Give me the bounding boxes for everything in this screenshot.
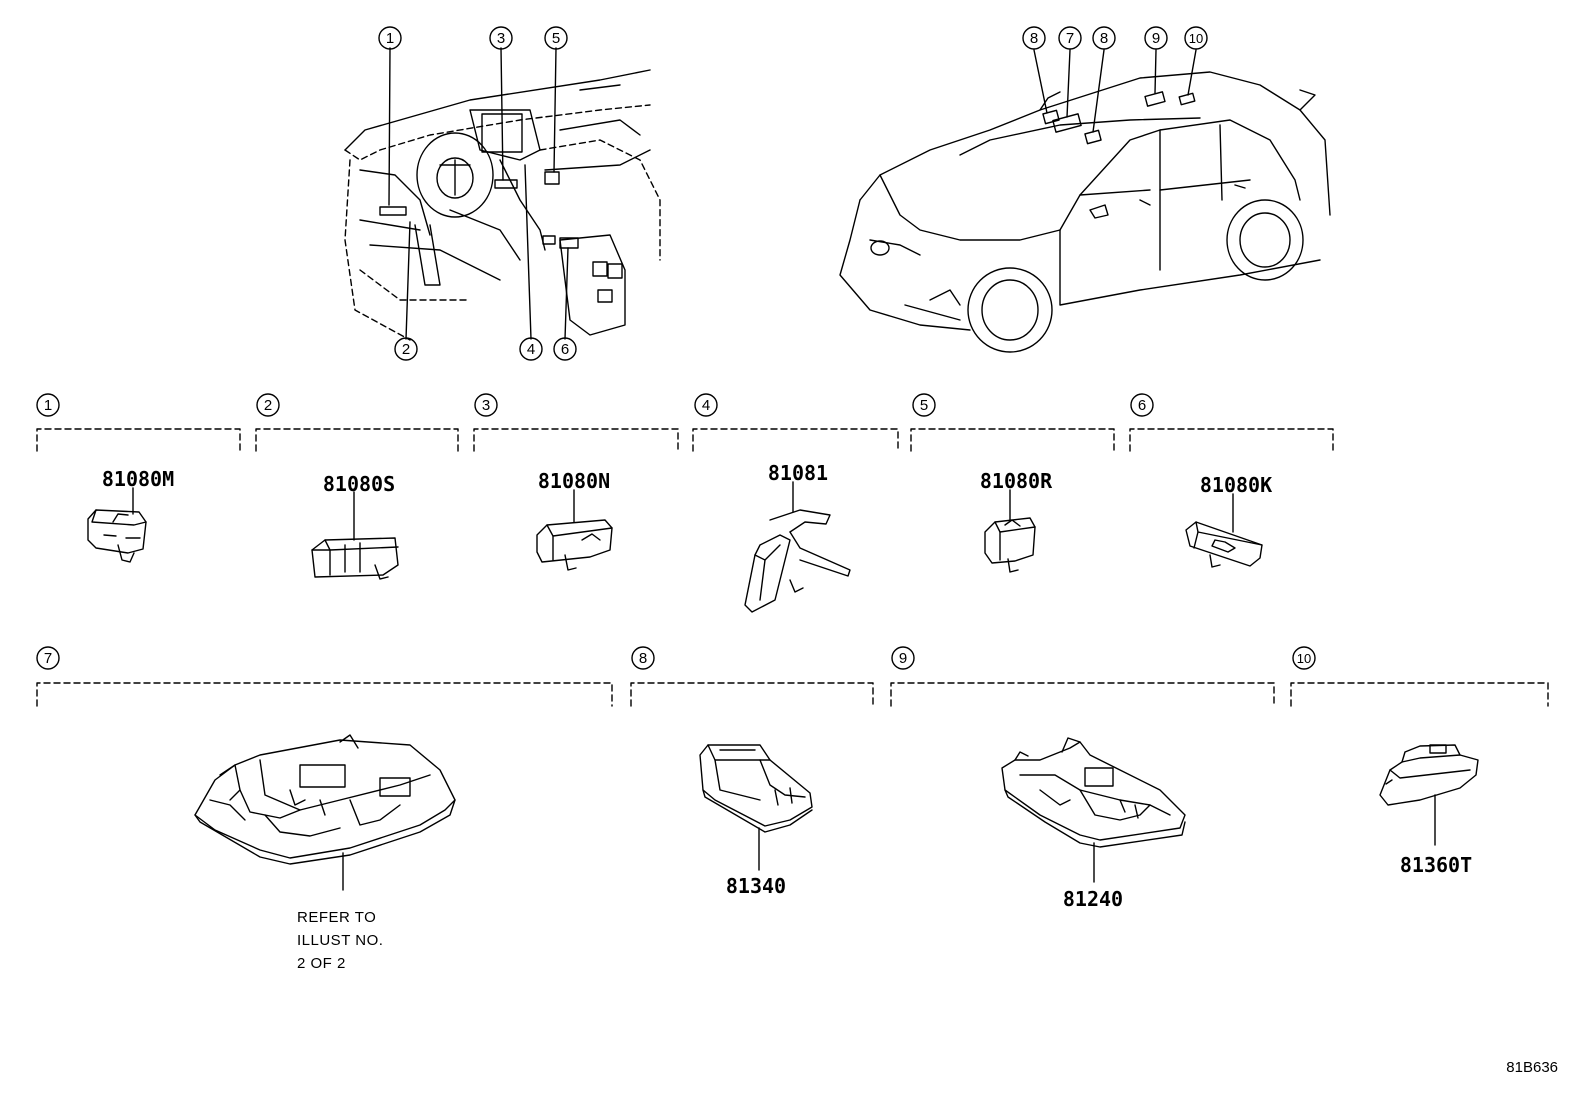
illustration-code: 81B636	[1506, 1059, 1558, 1076]
exterior-callout-10	[1184, 26, 1208, 50]
group-callout-9-label: 9	[899, 650, 907, 667]
group-callout-circles	[36, 393, 1316, 670]
group-brackets	[36, 428, 1549, 707]
exterior-callout-8a	[1022, 26, 1046, 50]
interior-callout-6-label: 6	[561, 341, 569, 358]
interior-callout-5	[544, 26, 568, 50]
exterior-callout-7	[1058, 26, 1082, 50]
group-callout-5-label: 5	[920, 397, 928, 414]
interior-leader-lines	[388, 47, 569, 340]
refer-note-line-3[interactable]: 2 OF 2	[297, 955, 346, 972]
interior-callout-4	[519, 337, 543, 361]
part-number-81340[interactable]: 81340	[726, 874, 786, 898]
interior-callout-3-label: 3	[497, 30, 505, 47]
group-callout-2	[256, 393, 280, 417]
vehicle-exterior-illustration	[839, 71, 1331, 353]
exterior-callout-9-label: 9	[1152, 30, 1160, 47]
group-callout-1	[36, 393, 60, 417]
sensor-81081-drawing	[744, 509, 851, 613]
part-number-81080m[interactable]: 81080M	[102, 467, 174, 491]
part-number-81080k[interactable]: 81080K	[1200, 473, 1272, 497]
group-callout-9	[891, 646, 915, 670]
group-callout-2-label: 2	[264, 397, 272, 414]
group-callout-7-label: 7	[44, 650, 52, 667]
group-callout-6-label: 6	[1138, 397, 1146, 414]
switch-81080k-drawing	[1185, 521, 1263, 568]
part-number-81080r[interactable]: 81080R	[980, 469, 1053, 493]
overhead-console-drawing	[194, 734, 456, 865]
exterior-callout-8a-label: 8	[1030, 30, 1038, 47]
switch-81080r-drawing	[984, 517, 1036, 573]
interior-callout-6	[553, 337, 577, 361]
part-number-81360t[interactable]: 81360T	[1400, 853, 1472, 877]
interior-callout-4-label: 4	[527, 341, 535, 358]
group-callout-3	[474, 393, 498, 417]
group-callout-6	[1130, 393, 1154, 417]
part-number-81080s[interactable]: 81080S	[323, 472, 395, 496]
interior-callout-1	[378, 26, 402, 50]
group-callout-4-label: 4	[702, 397, 710, 414]
group-callout-8-label: 8	[639, 650, 647, 667]
interior-callout-1-label: 1	[386, 30, 394, 47]
exterior-callout-8b	[1092, 26, 1116, 50]
exterior-leader-lines	[1033, 49, 1197, 133]
group-callout-10	[1292, 646, 1316, 670]
interior-dashboard-illustration	[344, 69, 661, 341]
part-number-81240[interactable]: 81240	[1063, 887, 1123, 911]
interior-callout-5-label: 5	[552, 30, 560, 47]
interior-callout-circles	[378, 26, 577, 361]
exterior-callout-9	[1144, 26, 1168, 50]
switch-81080s-drawing	[311, 537, 399, 580]
interior-callout-2-label: 2	[402, 341, 410, 358]
refer-note-line-1: REFER TO	[297, 909, 376, 926]
refer-note-line-2[interactable]: ILLUST NO.	[297, 932, 383, 949]
exterior-callout-8b-label: 8	[1100, 30, 1108, 47]
lamp-81340-drawing	[699, 744, 813, 833]
group-callout-8	[631, 646, 655, 670]
interior-callout-2	[394, 337, 418, 361]
lamp-assembly-81240-drawing	[1001, 737, 1186, 848]
part-number-81080n[interactable]: 81080N	[538, 469, 610, 493]
part-number-81081[interactable]: 81081	[768, 461, 828, 485]
switch-81080n-drawing	[536, 519, 613, 571]
lamp-81360t-drawing	[1379, 744, 1479, 806]
group-callout-10-label: 10	[1297, 651, 1311, 666]
exterior-callout-7-label: 7	[1066, 30, 1074, 47]
interior-callout-3	[489, 26, 513, 50]
group-callout-4	[694, 393, 718, 417]
group-callout-7	[36, 646, 60, 670]
group-callout-3-label: 3	[482, 397, 490, 414]
group-callout-5	[912, 393, 936, 417]
group-callout-1-label: 1	[44, 397, 52, 414]
switch-81080m-drawing	[87, 509, 147, 563]
exterior-callout-10-label: 10	[1189, 31, 1203, 46]
exterior-callout-circles	[1022, 26, 1208, 50]
